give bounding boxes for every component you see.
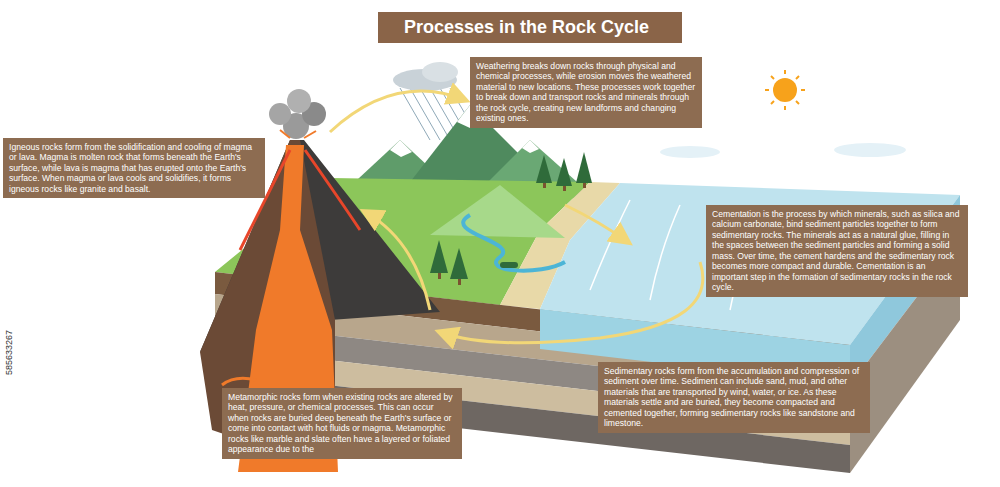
- sun-ray: [796, 76, 799, 79]
- tree-trunk: [458, 278, 461, 285]
- info-box: Igneous rocks form from the solidificati…: [3, 138, 265, 198]
- title-box: Processes in the Rock Cycle: [378, 12, 682, 43]
- wave: [650, 205, 680, 300]
- snow-cap: [390, 140, 412, 157]
- info-text: Metamorphic rocks form when existing roc…: [228, 392, 456, 455]
- snow-cap: [522, 140, 539, 153]
- tree: [430, 240, 448, 273]
- tree: [450, 248, 468, 279]
- cycle-arrow: [565, 205, 628, 242]
- sun-ray: [771, 101, 774, 104]
- wave: [590, 200, 630, 290]
- bush: [500, 262, 518, 268]
- info-text: Igneous rocks form from the solidificati…: [9, 142, 259, 194]
- tree: [576, 152, 592, 183]
- sun: [773, 78, 797, 102]
- watermark-number: 585633267: [4, 330, 14, 375]
- cycle-arrows: [330, 91, 703, 343]
- river: [463, 215, 565, 271]
- tree: [556, 158, 572, 186]
- tree-trunk: [438, 272, 441, 279]
- rain-cloud: [422, 62, 458, 82]
- lava-spray: [280, 130, 316, 138]
- smoke: [269, 103, 291, 125]
- info-text: Cementation is the process by which mine…: [712, 209, 962, 293]
- sun-ray: [801, 89, 805, 91]
- info-box: Metamorphic rocks form when existing roc…: [222, 388, 462, 459]
- magma-branch: [222, 378, 256, 385]
- cycle-arrow: [330, 91, 465, 132]
- info-box: Cementation is the process by which mine…: [706, 205, 968, 297]
- lava-spark: [280, 130, 290, 138]
- cloud: [834, 143, 906, 157]
- trees: [430, 152, 592, 285]
- info-text: Weathering breaks down rocks through phy…: [476, 61, 696, 124]
- cycle-arrow: [440, 262, 703, 343]
- info-text: Sedimentary rocks form from the accumula…: [604, 366, 864, 429]
- sun-ray: [784, 70, 786, 74]
- hill: [430, 185, 565, 238]
- sun-rays: [765, 70, 805, 110]
- title-text: Processes in the Rock Cycle: [404, 16, 656, 39]
- lava-spark: [304, 131, 316, 138]
- smoke: [287, 89, 311, 113]
- sun-ray: [796, 101, 799, 104]
- sun-ray: [771, 76, 774, 79]
- cloud: [660, 146, 720, 158]
- cycle-arrow: [365, 212, 430, 310]
- sun-ray: [784, 106, 786, 110]
- sun-ray: [765, 89, 769, 91]
- info-box: Sedimentary rocks form from the accumula…: [598, 362, 870, 433]
- tree: [536, 155, 552, 183]
- lava-flow: [305, 150, 360, 230]
- info-box: Weathering breaks down rocks through phy…: [470, 57, 702, 128]
